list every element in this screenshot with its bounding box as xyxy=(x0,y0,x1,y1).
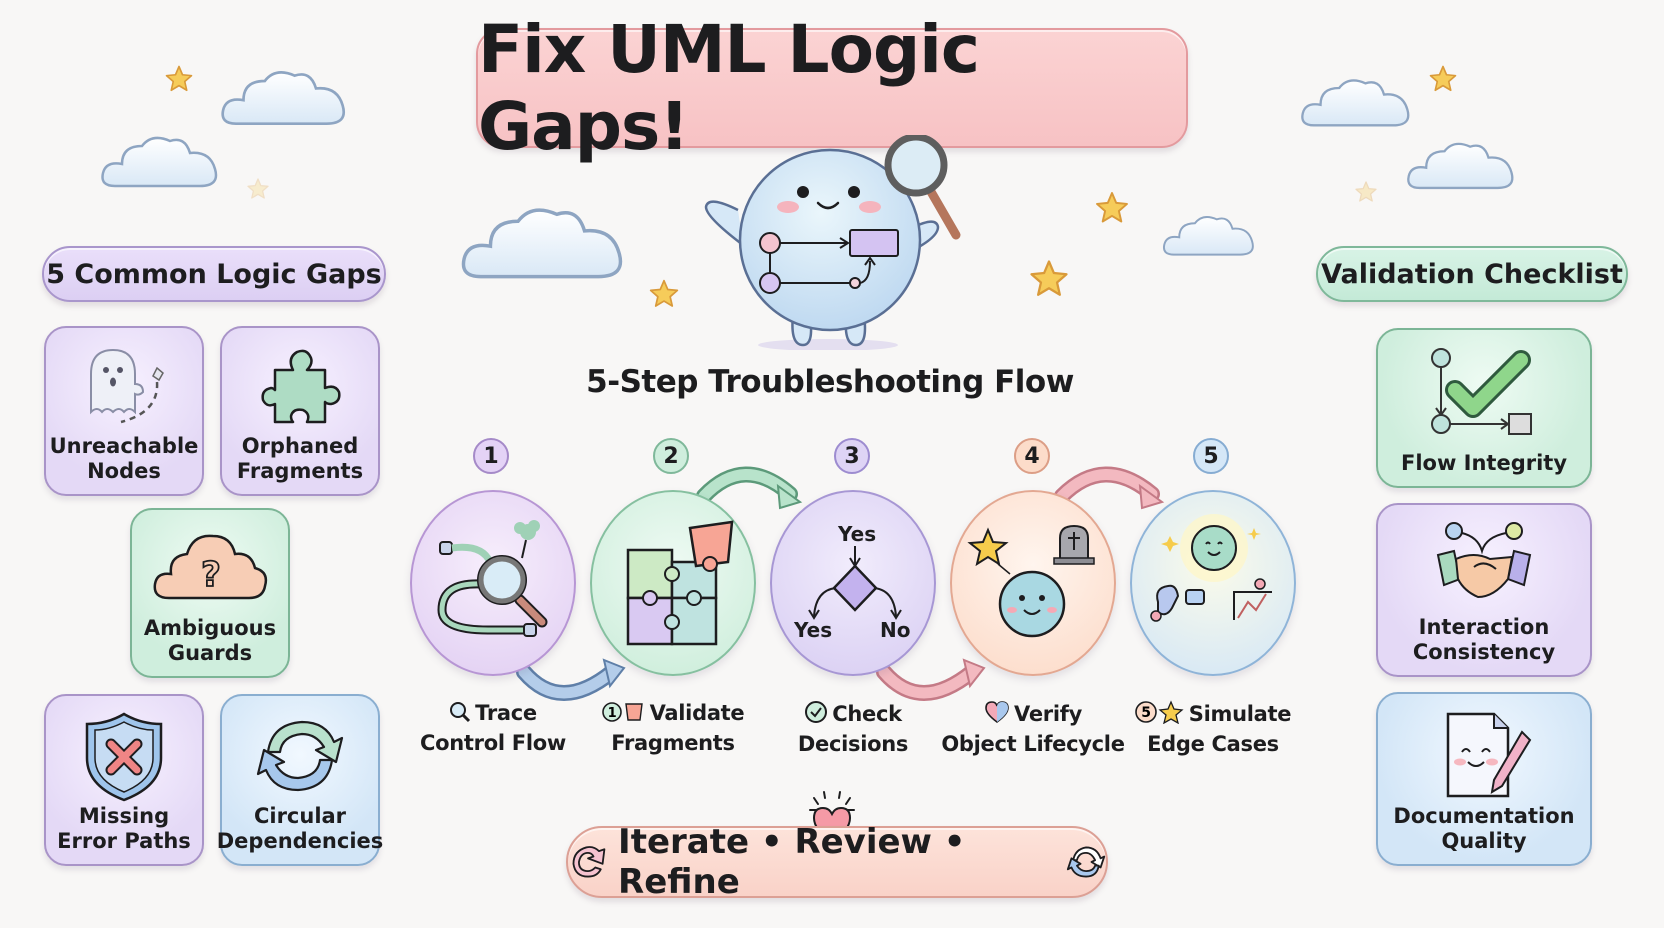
gap-label: Unreachable Nodes xyxy=(49,434,199,483)
gap-label: Ambiguous Guards xyxy=(143,616,277,665)
step-number-4: 4 xyxy=(1014,438,1050,474)
step-3-check-decisions[interactable]: Yes Yes No xyxy=(770,490,936,676)
gap-label: Circular Dependencies xyxy=(216,804,384,853)
shield-x-icon xyxy=(85,712,163,802)
step-title: Validate xyxy=(649,701,745,725)
step-subtitle: Fragments xyxy=(611,731,735,755)
flow-check-icon xyxy=(1431,348,1532,435)
svg-text:1: 1 xyxy=(607,706,616,721)
heart-icon xyxy=(984,700,1010,731)
smiling-document-pen-icon xyxy=(1446,712,1532,798)
mascot-icon xyxy=(704,135,961,350)
svg-text:5: 5 xyxy=(1141,705,1150,721)
step-subtitle: Control Flow xyxy=(420,731,566,755)
banner-text: Iterate • Review • Refine xyxy=(618,822,966,902)
step-1-label: Trace Control Flow xyxy=(393,700,593,757)
step-5-label: 5 Simulate Edge Cases xyxy=(1113,700,1313,758)
gap-card-missing-error-paths[interactable]: Missing Error Paths xyxy=(44,694,204,866)
question-cloud-icon: ? xyxy=(153,534,268,600)
step-4-label: Verify Object Lifecycle xyxy=(933,700,1133,758)
step-1-trace-control-flow[interactable] xyxy=(410,490,576,676)
gap-card-orphaned-fragments[interactable]: Orphaned Fragments xyxy=(220,326,380,496)
gap-label: Missing Error Paths xyxy=(57,804,191,853)
magnifier-path-icon xyxy=(437,520,548,637)
fragment-icon: 1 xyxy=(601,701,646,730)
checklist-card-flow-integrity[interactable]: Flow Integrity xyxy=(1376,328,1592,488)
simulation-icon xyxy=(1150,514,1272,622)
decision-label-top: Yes xyxy=(838,522,877,546)
gap-card-circular-dependencies[interactable]: Circular Dependencies xyxy=(217,694,383,866)
checklist-label: Interaction Consistency xyxy=(1412,615,1556,664)
handshake-icon xyxy=(1436,522,1532,599)
lifecycle-icon xyxy=(967,524,1095,638)
step-title: Trace xyxy=(475,701,537,725)
gap-card-unreachable-nodes[interactable]: Unreachable Nodes xyxy=(44,326,204,496)
step-subtitle: Edge Cases xyxy=(1147,732,1279,756)
iterate-review-refine-banner: Iterate • Review • Refine xyxy=(566,822,1108,902)
title-text: Fix UML Logic Gaps! xyxy=(478,11,980,165)
step-title: Simulate xyxy=(1188,702,1292,726)
checklist-label: Documentation Quality xyxy=(1393,804,1575,853)
cycle-icon xyxy=(1066,846,1106,878)
step-5-simulate-edge-cases[interactable] xyxy=(1130,490,1296,676)
check-circle-icon xyxy=(804,700,828,731)
decision-label-no: No xyxy=(880,618,911,642)
step-number-5: 5 xyxy=(1193,438,1229,474)
gap-label: Orphaned Fragments xyxy=(236,434,364,483)
step-2-label: 1 Validate Fragments xyxy=(573,700,773,757)
header-text: Validation Checklist xyxy=(1321,258,1623,290)
checklist-card-documentation-quality[interactable]: Documentation Quality xyxy=(1376,692,1592,866)
validation-checklist-header: Validation Checklist xyxy=(1316,246,1628,302)
step-2-validate-fragments[interactable] xyxy=(590,490,756,676)
header-text: 5 Common Logic Gaps xyxy=(46,258,382,290)
step-number-3: 3 xyxy=(834,438,870,474)
step-4-verify-object-lifecycle[interactable] xyxy=(950,490,1116,676)
ghost-icon xyxy=(90,348,164,424)
magnifier-icon xyxy=(449,701,471,730)
step-3-label: Check Decisions xyxy=(753,700,953,758)
checklist-card-interaction-consistency[interactable]: Interaction Consistency xyxy=(1376,503,1592,677)
step-subtitle: Decisions xyxy=(797,732,909,756)
star-icon: 5 xyxy=(1134,700,1185,731)
decision-label-yes: Yes xyxy=(794,618,833,642)
step-number-1: 1 xyxy=(473,438,509,474)
step-title: Check xyxy=(832,702,902,726)
flow-title: 5-Step Troubleshooting Flow xyxy=(586,364,1074,400)
step-number-2: 2 xyxy=(653,438,689,474)
gap-card-ambiguous-guards[interactable]: ? Ambiguous Guards xyxy=(130,508,290,678)
page-title: Fix UML Logic Gaps! xyxy=(476,11,1188,165)
circular-arrows-icon xyxy=(256,720,344,792)
checklist-label: Flow Integrity xyxy=(1400,451,1568,475)
step-subtitle: Object Lifecycle xyxy=(941,732,1125,756)
svg-text:?: ? xyxy=(201,555,221,595)
decision-diamond-icon xyxy=(808,546,902,620)
refresh-icon xyxy=(572,846,606,878)
step-title: Verify xyxy=(1014,702,1082,726)
puzzle-icon xyxy=(626,520,734,646)
puzzle-piece-icon xyxy=(261,349,341,424)
common-logic-gaps-header: 5 Common Logic Gaps xyxy=(42,246,386,302)
